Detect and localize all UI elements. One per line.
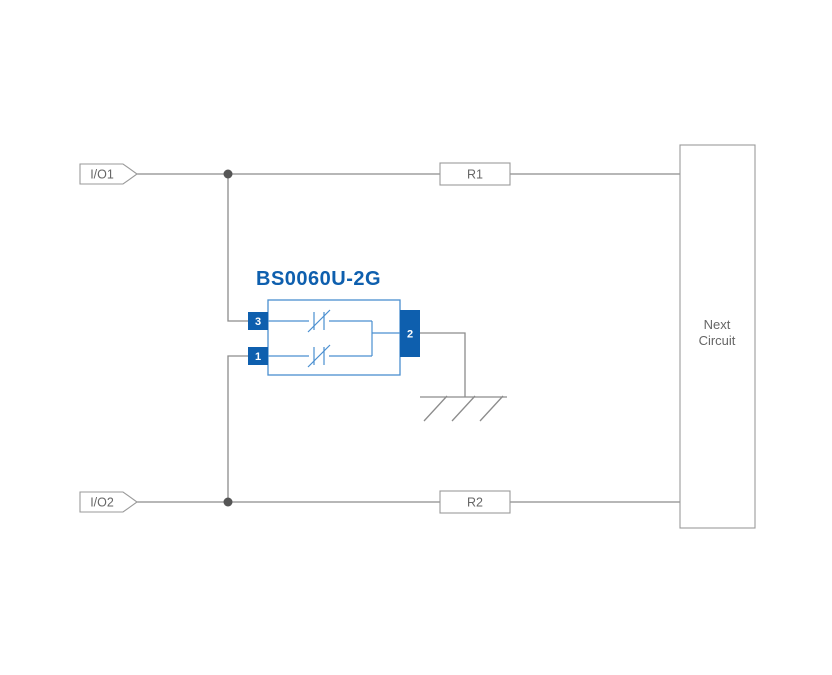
ground-hatch-3 (479, 395, 504, 422)
pin-3-label: 3 (255, 316, 261, 328)
tvs-component: 3 1 2 (248, 299, 420, 376)
pin-1-pad (248, 347, 268, 365)
next-circuit-block: Next Circuit (679, 144, 756, 529)
r2-label: R2 (467, 496, 483, 510)
tvs-element-top (268, 309, 372, 333)
wire-pin2-to-ground (420, 332, 466, 397)
io2-label: I/O2 (90, 496, 114, 510)
io1-label: I/O1 (90, 168, 114, 182)
pin-3: 3 (248, 312, 268, 330)
r2-box (439, 490, 511, 514)
tvs-element-bottom (268, 344, 372, 368)
pin-1-label: 1 (255, 351, 261, 363)
pin-3-pad (248, 312, 268, 330)
pin-2-label: 2 (407, 329, 413, 341)
tvs-top-slash (307, 309, 331, 333)
pin-2: 2 (400, 310, 420, 357)
io2-terminal: I/O2 (79, 491, 138, 513)
resistor-r1: R1 (439, 162, 511, 186)
wire-io1-to-pin3 (227, 174, 248, 322)
r1-box (439, 162, 511, 186)
tvs-bottom-slash (307, 344, 331, 368)
ground-hatch-1 (423, 395, 448, 422)
pin-1: 1 (248, 347, 268, 365)
io2-flag-shape (79, 491, 138, 513)
junction-dot-top (223, 169, 233, 179)
component-title: BS0060U-2G (256, 268, 381, 290)
next-circuit-label-line2: Circuit (699, 333, 736, 348)
pin-2-pad (400, 310, 420, 357)
io1-flag-shape (79, 163, 138, 185)
resistor-r2: R2 (439, 490, 511, 514)
io1-terminal: I/O1 (79, 163, 138, 185)
wire-io2-to-pin1 (227, 355, 248, 502)
ground-hatch-2 (451, 395, 476, 422)
junction-dot-bottom (223, 497, 233, 507)
ground-symbol (420, 395, 507, 422)
next-circuit-box (679, 144, 756, 529)
component-body (267, 299, 401, 376)
next-circuit-label-line1: Next (704, 317, 731, 332)
r1-label: R1 (467, 168, 483, 182)
